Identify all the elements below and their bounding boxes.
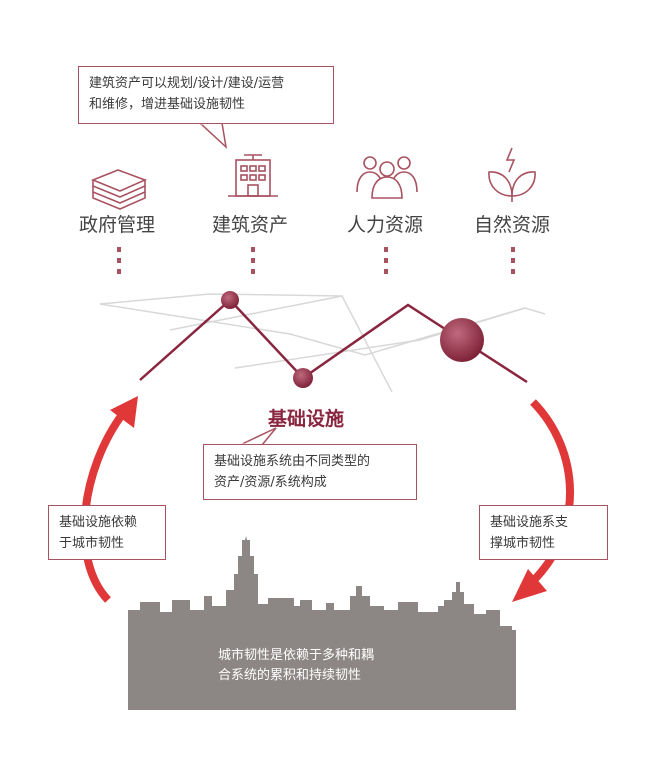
building-icon xyxy=(228,154,278,197)
cycle-arrow-right-head xyxy=(512,569,547,602)
callout-right-note: 基础设施系支 撑城市韧性 xyxy=(479,505,608,560)
callout-left-note: 基础设施依赖 于城市韧性 xyxy=(48,505,166,560)
callout-left-line2: 于城市韧性 xyxy=(59,536,125,551)
callout-top-line2: 和维修，增进基础设施韧性 xyxy=(89,97,246,112)
category-label-natural-resources: 自然资源 xyxy=(474,214,551,236)
leaf-icon xyxy=(488,147,536,202)
callout-top-line1: 建筑资产可以规划/设计/建设/运营 xyxy=(89,76,285,91)
callout-mid-line1: 基础设施系统由不同类型的 xyxy=(214,454,371,469)
network-node-large xyxy=(440,318,484,362)
documents-stack-icon xyxy=(90,169,148,210)
infrastructure-label: 基础设施 xyxy=(268,408,345,430)
category-label-building-assets: 建筑资产 xyxy=(212,214,289,236)
cycle-arrow-left-head xyxy=(110,396,138,428)
city-text-line2: 合系统的累积和持续韧性 xyxy=(218,668,362,683)
people-group-icon xyxy=(356,156,418,199)
city-skyline xyxy=(128,536,516,710)
dotted-connectors xyxy=(117,247,515,274)
callout-top-tail xyxy=(198,122,228,150)
category-label-government: 政府管理 xyxy=(79,214,156,236)
callout-mid-line2: 资产/资源/系统构成 xyxy=(214,475,327,490)
network-node-medium xyxy=(293,368,313,388)
callout-right-line2: 撑城市韧性 xyxy=(490,536,556,551)
network-background xyxy=(99,293,546,393)
city-resilience-text: 城市韧性是依赖于多种和耦 合系统的累积和持续韧性 xyxy=(218,646,428,686)
callout-right-line1: 基础设施系支 xyxy=(490,515,569,530)
callout-infrastructure-composition-note: 基础设施系统由不同类型的 资产/资源/系统构成 xyxy=(203,444,417,500)
callout-left-line1: 基础设施依赖 xyxy=(59,515,138,530)
cycle-arrow-right xyxy=(529,399,574,585)
city-text-line1: 城市韧性是依赖于多种和耦 xyxy=(218,648,375,663)
network-node-small xyxy=(221,291,239,309)
callout-building-assets-note: 建筑资产可以规划/设计/建设/运营 和维修，增进基础设施韧性 xyxy=(78,66,334,124)
category-label-human-resources: 人力资源 xyxy=(347,214,424,236)
